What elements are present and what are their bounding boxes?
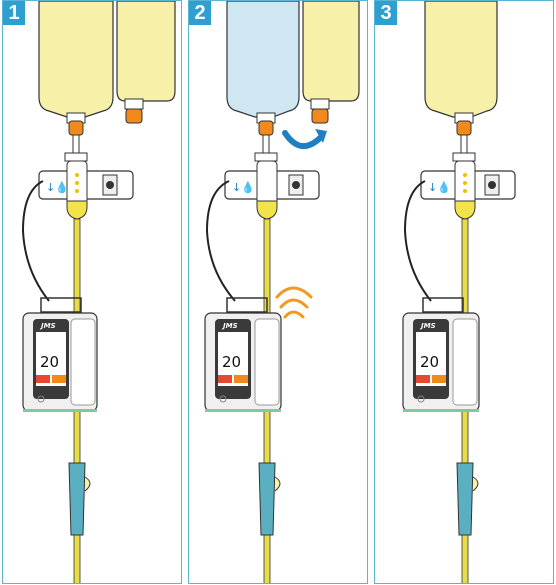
infusion-bag [116,1,176,102]
drip-icon: ↓💧 [46,181,69,194]
bag-port [456,120,472,136]
step-1-illustration: ↓💧 JMS 20 [21,1,176,583]
pump-logo: JMS [419,322,436,330]
step-2-illustration: ↓💧 JMS 20 [204,1,360,583]
pump-display-value: 20 [40,353,59,371]
infusion-bag [38,1,114,118]
drip-chamber [256,160,278,208]
pump-display-value: 20 [420,353,439,371]
sensor-cable [205,180,236,302]
drip-icon: ↓💧 [232,181,255,194]
step-number-badge: 1 [3,1,25,25]
infusion-bag [302,1,360,102]
infusion-bag [226,1,300,118]
step-number-badge: 2 [189,1,211,25]
drip-icon: ↓💧 [428,181,451,194]
roller-clamp [258,462,276,536]
sensor-cable [403,180,432,302]
rotate-arrow-icon [282,130,324,149]
panel-step-3: 3 ↓💧 JMS 20 [374,0,554,584]
bag-port [258,120,274,136]
bag-port [311,108,329,124]
roller-clamp [456,462,474,536]
sensor-cable [21,180,50,302]
pump-logo: JMS [221,322,238,330]
bag-port [125,108,143,124]
step-number-badge: 3 [375,1,397,25]
wireless-signal-icon [275,286,313,319]
panel-step-1: 1 ↓💧 JMS 20 [2,0,182,584]
pump-logo: JMS [39,322,56,330]
panel-step-2: 2 ↓💧 JMS [188,0,368,584]
infusion-bag [424,1,498,118]
roller-clamp [68,462,86,536]
bag-port [68,120,84,136]
step-3-illustration: ↓💧 JMS 20 [402,1,516,583]
pump-display-value: 20 [222,353,241,371]
